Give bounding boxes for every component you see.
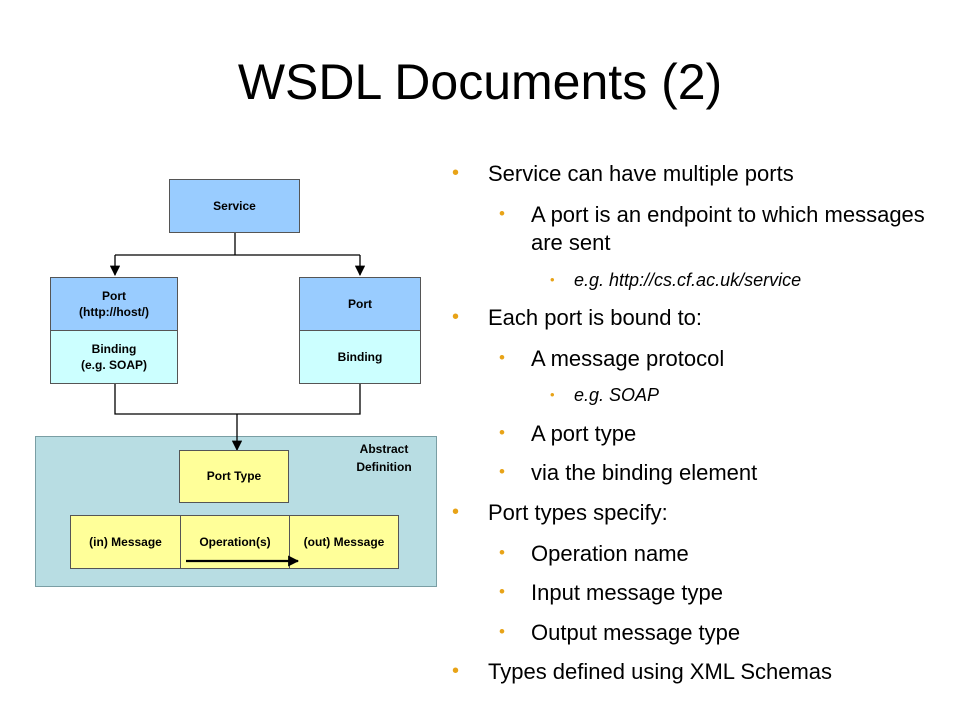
bullet-item-level1: • Types defined using XML Schemas [448,658,928,687]
in-message-label: (in) Message [89,534,162,549]
port2-box: Port [299,277,421,331]
bullet-text: Output message type [531,619,741,645]
binding2-box: Binding [299,330,421,384]
bullet-text: A port type [531,420,637,446]
bullet-dot-icon: • [499,462,505,482]
bullet-item-level2: • A message protocol [448,345,928,374]
bullet-item-level1: • Each port is bound to: [448,304,928,333]
bullet-item-level1: • Service can have multiple ports [448,160,928,189]
bullet-dot-icon: • [452,162,460,184]
bullet-item-level1: • Port types specify: [448,499,928,528]
bullet-text: Types defined using XML Schemas [488,659,833,685]
service-label: Service [213,198,256,213]
bullet-text: e.g. SOAP [574,385,660,406]
operation-label: Operation(s) [199,534,271,549]
service-connector [115,233,360,256]
bullet-dot-icon: • [452,660,460,683]
bullet-text: Service can have multiple ports [488,161,794,186]
bullet-dot-icon: • [550,271,555,287]
port1-address: (http://host/) [79,305,149,319]
bullet-text: e.g. http://cs.cf.ac.uk/service [574,269,802,290]
binding1-label: Binding [91,341,137,356]
port-type-label: Port Type [206,469,262,484]
bullet-item-level2: • via the binding element [448,459,928,488]
bullet-text: Input message type [531,580,724,606]
bullet-dot-icon: • [499,542,505,562]
bullet-dot-icon: • [499,582,505,602]
bullet-item-level3: • e.g. http://cs.cf.ac.uk/service [448,269,928,292]
bullet-dot-icon: • [452,500,460,523]
in-message-box: (in) Message [70,515,181,569]
bullet-item-level2: • A port is an endpoint to which messages… [448,201,928,258]
bullet-text: Port types specify: [488,499,668,525]
bullet-dot-icon: • [499,621,505,641]
bullet-text: via the binding element [531,460,758,486]
bullet-text: Each port is bound to: [488,305,703,331]
port1-label: Port [102,288,126,303]
abstract-definition-label: Abstract Definition [339,440,429,476]
bullet-text: A port is an endpoint to which messages … [531,201,925,256]
out-message-label: (out) Message [303,534,385,549]
binding1-protocol: (e.g. SOAP) [80,358,147,372]
bullet-item-level2: • Input message type [448,579,928,608]
bullet-text: Operation name [531,540,689,566]
bullet-dot-icon: • [452,306,460,329]
bullet-text: A message protocol [531,345,725,371]
port-type-box: Port Type [179,450,289,503]
bullet-dot-icon: • [550,387,555,403]
bullet-dot-icon: • [499,203,505,223]
bullet-dot-icon: • [499,422,505,442]
abstract-label-line2: Definition [356,460,412,474]
binding2-label: Binding [337,349,383,364]
bullet-item-level2: • Operation name [448,540,928,569]
bullet-item-level2: • Output message type [448,619,928,648]
out-message-box: (out) Message [289,515,399,569]
port2-label: Port [348,296,372,311]
binding1-box: Binding (e.g. SOAP) [50,330,178,384]
slide-title: WSDL Documents (2) [237,54,723,110]
abstract-label-line1: Abstract [359,442,409,456]
port1-box: Port (http://host/) [50,277,178,331]
bullet-list: • Service can have multiple ports • A port … [448,160,928,699]
bullet-item-level3: • e.g. SOAP [448,384,928,407]
service-box: Service [169,179,300,233]
bullet-item-level2: • A port type [448,420,928,449]
bullet-dot-icon: • [499,347,505,367]
